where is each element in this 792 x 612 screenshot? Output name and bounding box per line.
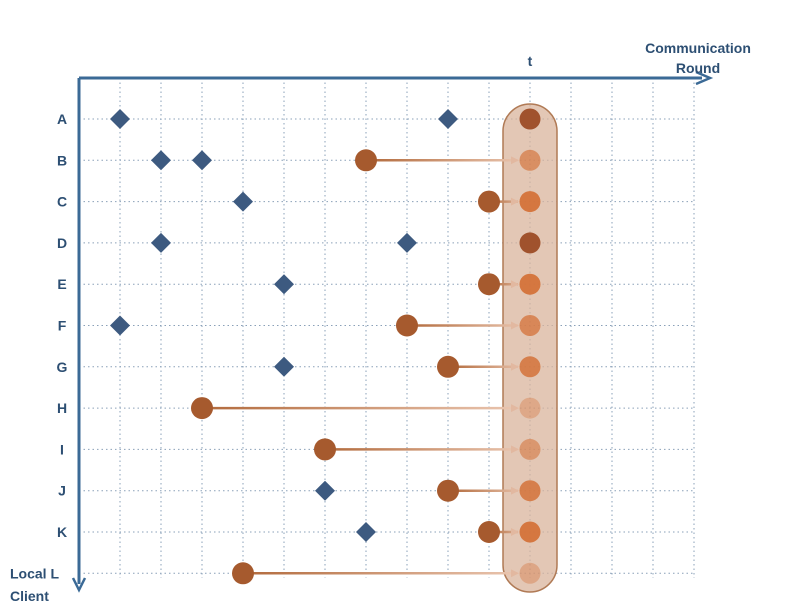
upload-origin-b (355, 149, 377, 172)
grid (79, 78, 695, 578)
x-axis-label-line-1: Communication (645, 40, 751, 56)
upload-origin-i (314, 438, 336, 461)
local-update-diamond-d (151, 232, 171, 253)
y-axis-arrowhead (71, 577, 87, 593)
aggregated-update-f (519, 315, 541, 336)
client-label-b: B (57, 152, 67, 168)
upload-origin-h (191, 397, 213, 420)
local-update-diamond-a (438, 109, 458, 129)
client-label-h: H (57, 400, 67, 416)
aggregated-update-i (519, 438, 541, 460)
upload-arrows (202, 156, 519, 578)
aggregated-update-h (519, 397, 541, 419)
current-round-label: t (528, 53, 533, 69)
local-update-diamond-g (274, 356, 294, 377)
axes (71, 70, 714, 593)
upload-origin-c (478, 190, 500, 213)
markers (110, 108, 541, 585)
aggregated-update-g (519, 356, 541, 378)
x-axis-arrowhead (695, 70, 714, 86)
local-update-diamond-d (397, 232, 417, 253)
upload-origin-e (478, 273, 500, 296)
y-axis-label-line-1: Local L (10, 565, 59, 581)
local-update-diamond-f (110, 315, 130, 336)
aggregated-update-c (519, 191, 541, 213)
labels: Communication Round Local L Client t A B C… (10, 40, 751, 604)
x-axis-label-line-2: Round (676, 60, 720, 76)
client-label-c: C (57, 194, 67, 210)
client-label-j: J (58, 483, 66, 499)
local-update-diamond-b (192, 150, 212, 171)
y-axis-label-line-2: Client (10, 588, 49, 604)
aggregated-update-k (519, 521, 541, 543)
aggregated-update-l (519, 562, 541, 584)
local-update-diamond-e (274, 274, 294, 295)
aggregated-update-a (519, 108, 541, 130)
local-update-diamond-c (233, 191, 253, 212)
upload-origin-g (437, 355, 459, 378)
aggregated-update-d (519, 232, 541, 254)
local-update-diamond-a (110, 109, 130, 129)
client-label-d: D (57, 235, 67, 251)
client-label-i: I (60, 441, 64, 457)
local-update-diamond-b (151, 150, 171, 171)
local-update-diamond-k (356, 522, 376, 542)
client-label-e: E (57, 276, 66, 292)
upload-origin-j (437, 479, 459, 502)
local-update-diamond-j (315, 480, 335, 501)
upload-origin-l (232, 562, 254, 585)
upload-origin-f (396, 314, 418, 337)
aggregated-update-b (519, 149, 541, 171)
aggregated-update-e (519, 273, 541, 295)
aggregated-update-j (519, 480, 541, 502)
client-label-a: A (57, 111, 67, 127)
client-label-f: F (58, 318, 67, 334)
client-label-k: K (57, 524, 67, 540)
current-round-highlight (502, 103, 558, 593)
upload-origin-k (478, 521, 500, 543)
client-label-g: G (57, 359, 68, 375)
